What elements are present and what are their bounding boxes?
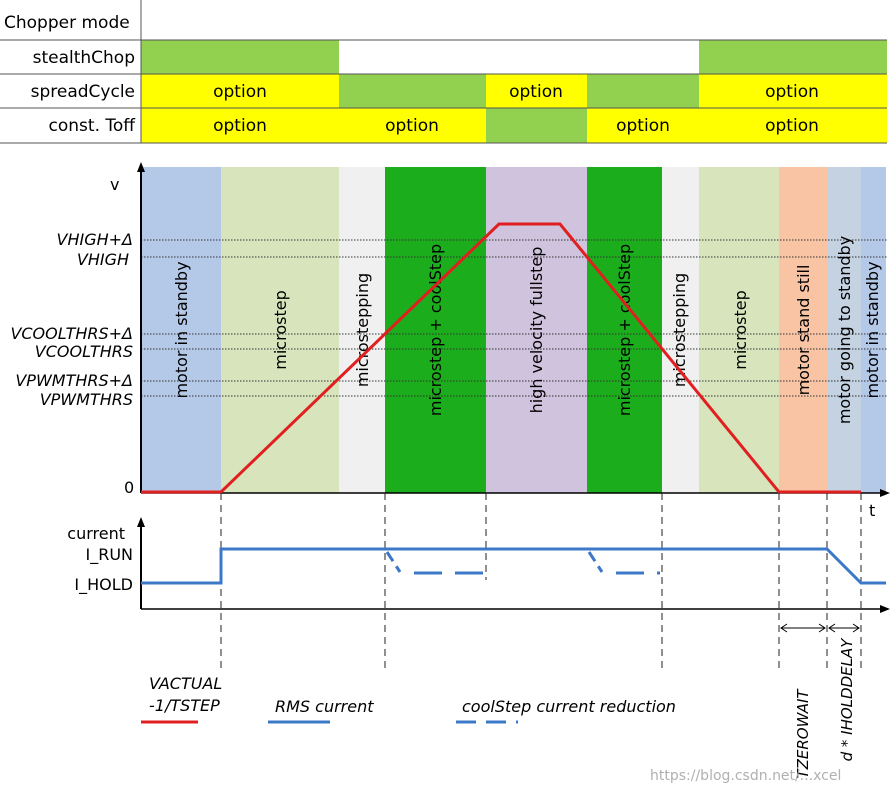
velocity-threshold-lines [141,239,887,397]
velocity-axes: v t 0 [110,162,890,520]
watermark: https://blog.csdn.net/...xcel [650,768,841,784]
phase-label: motor in standby [172,261,191,398]
option-label: option [213,82,267,102]
ihold-label: I_HOLD [74,575,133,595]
phase-label: microstep + coolStep [615,244,634,416]
vactual-velocity-line [141,222,861,494]
zero-label: 0 [124,478,134,497]
current-axes: current I_RUN I_HOLD [67,517,890,613]
threshold-label-vpwm-delta: VPWMTHRS+Δ [15,371,133,390]
legend: VACTUAL -1/TSTEP RMS current coolStep cu… [141,674,676,724]
option-label: option [765,116,819,136]
phase-band-microstep [699,167,779,493]
spreadcycle-on-1 [339,74,486,108]
chopper-mode-header: Chopper mode [4,13,130,33]
phase-band-coolstep [587,167,662,493]
phase-band-coolstep [385,167,486,493]
option-label: option [765,82,819,102]
legend-rms-label: RMS current [275,697,374,716]
stealthchop-on-1 [141,40,339,74]
threshold-label-vhigh: VHIGH [77,250,129,269]
phase-label: microstep + coolStep [426,244,445,416]
threshold-labels: VHIGH+Δ VHIGH VCOOLTHRS+Δ VCOOLTHRS VPWM… [10,230,133,409]
threshold-label-vcool: VCOOLTHRS [35,342,133,361]
phase-label: microstep [271,290,290,369]
phase-label: microstepping [670,273,689,387]
spreadcycle-option-1 [141,74,339,108]
phase-separators [220,493,862,672]
phase-band-going-standby [827,167,861,493]
timing-arrows [780,623,860,633]
stealthchop-on-2 [699,40,887,74]
tzerowait-label: TZEROWAIT [794,688,812,779]
consttoff-option-4 [699,108,887,143]
phase-band-standby [861,167,886,493]
option-label: option [385,116,439,136]
consttoff-label: const. Toff [49,116,137,136]
irun-label: I_RUN [85,545,133,565]
t-axis-label: t [869,501,875,520]
threshold-label-vpwm: VPWMTHRS [40,390,133,409]
option-label: option [213,116,267,136]
rms-current-line [141,547,886,585]
t-axis-arrow [880,489,890,497]
option-label: option [509,82,563,102]
current-axis-label: current [67,524,125,543]
phase-label: microstepping [353,273,372,387]
phase-band-microstep [221,167,339,493]
coolstep-current-reduction [385,551,660,575]
spreadcycle-label: spreadCycle [31,82,135,102]
phase-band-microstepping [662,167,699,493]
spreadcycle-on-2 [587,74,699,108]
option-label: option [616,116,670,136]
legend-vactual-label: VACTUAL [149,674,222,693]
consttoff-on-1 [486,108,587,143]
current-time-axis-arrow [880,605,890,613]
phase-band-microstepping [339,167,385,493]
chopper-mode-table: Chopper mode stealthChop spreadCycle con… [0,0,887,144]
spreadcycle-option-2 [486,74,587,108]
spreadcycle-option-3 [699,74,887,108]
phase-band-fullstep [486,167,587,493]
v-axis-arrow [137,162,145,172]
iholddelay-label: d * IHOLDDELAY [838,637,856,762]
phase-label: motor going to standby [835,236,854,424]
legend-coolstep-label: coolStep current reduction [462,697,676,716]
phase-labels: motor in standby microstep microstepping… [172,236,882,424]
consttoff-option-2 [339,108,486,143]
current-axis-arrow [137,517,145,527]
phase-bands [141,167,886,493]
stealthchop-label: stealthChop [33,48,135,68]
phase-label: motor in standby [863,261,882,398]
threshold-label-vcool-delta: VCOOLTHRS+Δ [10,324,133,343]
legend-tstep-label: -1/TSTEP [149,696,220,715]
phase-band-standstill [779,167,827,493]
consttoff-option-3 [587,108,699,143]
phase-label: microstep [731,290,750,369]
consttoff-option-1 [141,108,339,143]
threshold-label-vhigh-delta: VHIGH+Δ [57,230,133,249]
v-axis-label: v [110,175,119,194]
phase-band-standby [141,167,221,493]
phase-label: motor stand still [794,265,813,396]
phase-label: high velocity fullstep [527,247,546,414]
